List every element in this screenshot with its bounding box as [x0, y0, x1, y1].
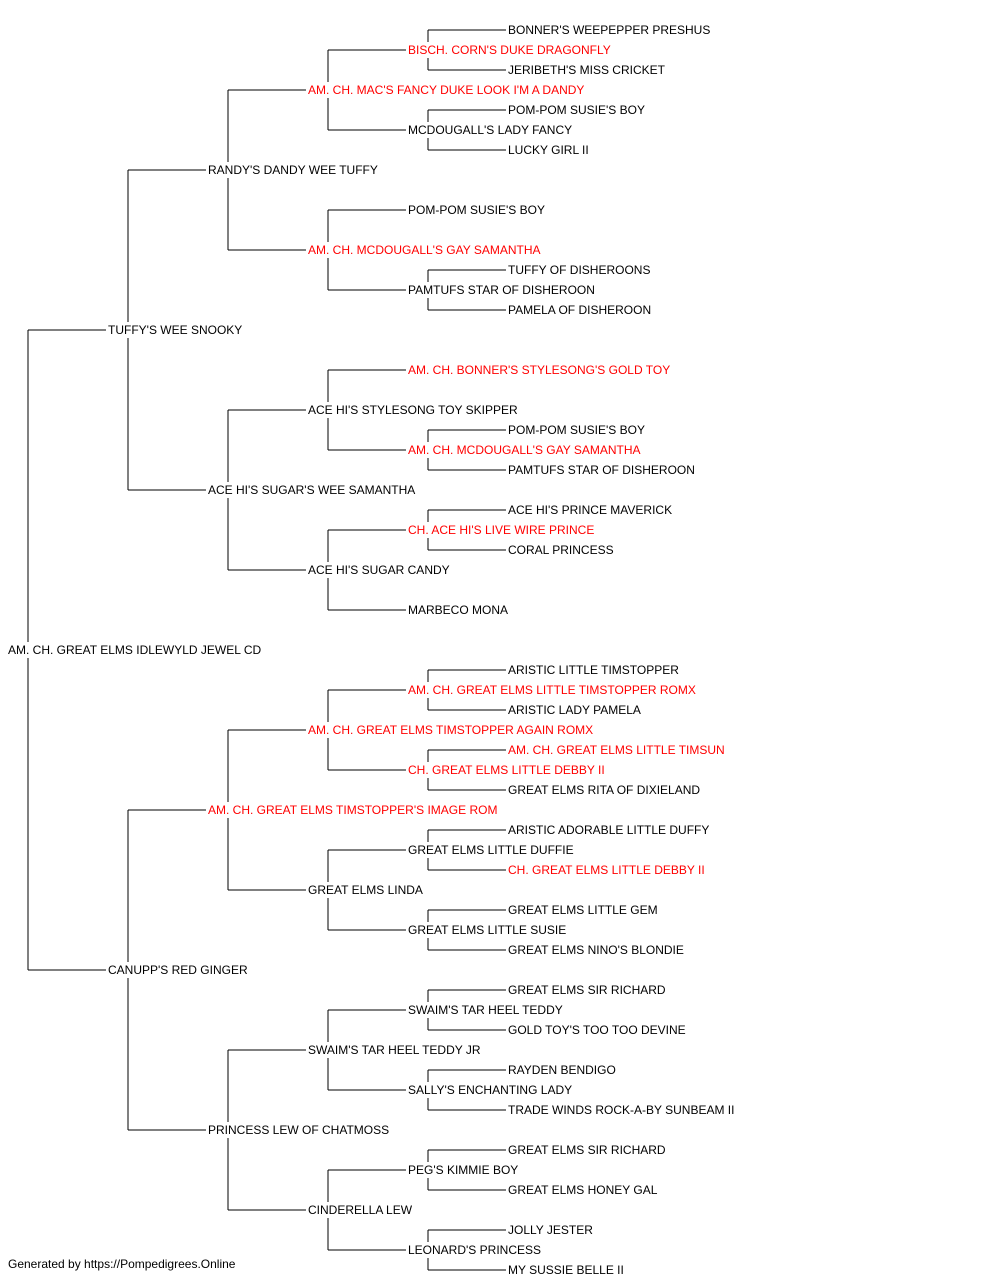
pedigree-entry-gen2: ACE HI'S SUGAR'S WEE SAMANTHA [208, 483, 418, 497]
pedigree-entry-gen1: TUFFY'S WEE SNOOKY [108, 323, 245, 337]
pedigree-entry-gen5: GOLD TOY'S TOO TOO DEVINE [508, 1023, 688, 1037]
pedigree-entry-gen5: MY SUSSIE BELLE II [508, 1263, 626, 1277]
pedigree-entry-gen2: AM. CH. GREAT ELMS TIMSTOPPER'S IMAGE RO… [208, 803, 500, 817]
pedigree-entry-gen4: SWAIM'S TAR HEEL TEDDY [408, 1003, 565, 1017]
pedigree-entry-gen4: PAMTUFS STAR OF DISHEROON [408, 283, 597, 297]
pedigree-entry-gen3: AM. CH. GREAT ELMS TIMSTOPPER AGAIN ROMX [308, 723, 596, 737]
pedigree-entry-gen4: GREAT ELMS LITTLE SUSIE [408, 923, 569, 937]
pedigree-entry-gen5: CH. GREAT ELMS LITTLE DEBBY II [508, 863, 707, 877]
pedigree-entry-gen0: AM. CH. GREAT ELMS IDLEWYLD JEWEL CD [8, 643, 264, 657]
pedigree-entry-gen5: PAMELA OF DISHEROON [508, 303, 654, 317]
pedigree-entry-gen5: GREAT ELMS HONEY GAL [508, 1183, 660, 1197]
pedigree-entry-gen5: CORAL PRINCESS [508, 543, 616, 557]
pedigree-entry-gen4: LEONARD'S PRINCESS [408, 1243, 543, 1257]
pedigree-entry-gen5: TUFFY OF DISHEROONS [508, 263, 653, 277]
pedigree-entry-gen5: ARISTIC LADY PAMELA [508, 703, 643, 717]
pedigree-entry-gen3: ACE HI'S STYLESONG TOY SKIPPER [308, 403, 520, 417]
pedigree-entry-gen5: JERIBETH'S MISS CRICKET [508, 63, 667, 77]
pedigree-entry-gen5: GREAT ELMS SIR RICHARD [508, 983, 668, 997]
pedigree-entry-gen5: JOLLY JESTER [508, 1223, 595, 1237]
pedigree-entry-gen4: MARBECO MONA [408, 603, 511, 617]
pedigree-entry-gen4: MCDOUGALL'S LADY FANCY [408, 123, 575, 137]
pedigree-entry-gen5: BONNER'S WEEPEPPER PRESHUS [508, 23, 713, 37]
pedigree-entry-gen5: POM-POM SUSIE'S BOY [508, 103, 647, 117]
pedigree-entry-gen2: RANDY'S DANDY WEE TUFFY [208, 163, 380, 177]
pedigree-entry-gen4: BISCH. CORN'S DUKE DRAGONFLY [408, 43, 613, 57]
pedigree-entry-gen5: TRADE WINDS ROCK-A-BY SUNBEAM II [508, 1103, 737, 1117]
pedigree-entry-gen3: AM. CH. MCDOUGALL'S GAY SAMANTHA [308, 243, 543, 257]
pedigree-entry-gen5: LUCKY GIRL II [508, 143, 591, 157]
pedigree-entry-gen3: AM. CH. MAC'S FANCY DUKE LOOK I'M A DAND… [308, 83, 587, 97]
pedigree-entry-gen4: PEG'S KIMMIE BOY [408, 1163, 521, 1177]
pedigree-entry-gen5: PAMTUFS STAR OF DISHEROON [508, 463, 697, 477]
pedigree-entry-gen5: AM. CH. GREAT ELMS LITTLE TIMSUN [508, 743, 727, 757]
pedigree-entry-gen4: AM. CH. GREAT ELMS LITTLE TIMSTOPPER ROM… [408, 683, 698, 697]
pedigree-entry-gen3: ACE HI'S SUGAR CANDY [308, 563, 452, 577]
pedigree-entry-gen5: GREAT ELMS LITTLE GEM [508, 903, 660, 917]
pedigree-entry-gen1: CANUPP'S RED GINGER [108, 963, 250, 977]
pedigree-entry-gen3: CINDERELLA LEW [308, 1203, 415, 1217]
generator-credit: Generated by https://Pompedigrees.Online [8, 1257, 236, 1271]
pedigree-entry-gen4: POM-POM SUSIE'S BOY [408, 203, 547, 217]
pedigree-entry-gen5: ARISTIC LITTLE TIMSTOPPER [508, 663, 681, 677]
pedigree-entry-gen4: CH. GREAT ELMS LITTLE DEBBY II [408, 763, 607, 777]
pedigree-entry-gen4: GREAT ELMS LITTLE DUFFIE [408, 843, 576, 857]
pedigree-entry-gen5: ACE HI'S PRINCE MAVERICK [508, 503, 675, 517]
pedigree-entry-gen3: SWAIM'S TAR HEEL TEDDY JR [308, 1043, 483, 1057]
pedigree-entry-gen5: GREAT ELMS SIR RICHARD [508, 1143, 668, 1157]
pedigree-entry-gen4: CH. ACE HI'S LIVE WIRE PRINCE [408, 523, 597, 537]
pedigree-entry-gen5: ARISTIC ADORABLE LITTLE DUFFY [508, 823, 712, 837]
pedigree-entry-gen4: AM. CH. MCDOUGALL'S GAY SAMANTHA [408, 443, 643, 457]
pedigree-entry-gen2: PRINCESS LEW OF CHATMOSS [208, 1123, 392, 1137]
pedigree-entry-gen3: GREAT ELMS LINDA [308, 883, 425, 897]
pedigree-entry-gen5: GREAT ELMS NINO'S BLONDIE [508, 943, 686, 957]
pedigree-entry-gen4: SALLY'S ENCHANTING LADY [408, 1083, 575, 1097]
pedigree-entry-gen5: RAYDEN BENDIGO [508, 1063, 618, 1077]
pedigree-entry-gen5: POM-POM SUSIE'S BOY [508, 423, 647, 437]
pedigree-entry-gen5: GREAT ELMS RITA OF DIXIELAND [508, 783, 703, 797]
pedigree-entry-gen4: AM. CH. BONNER'S STYLESONG'S GOLD TOY [408, 363, 673, 377]
